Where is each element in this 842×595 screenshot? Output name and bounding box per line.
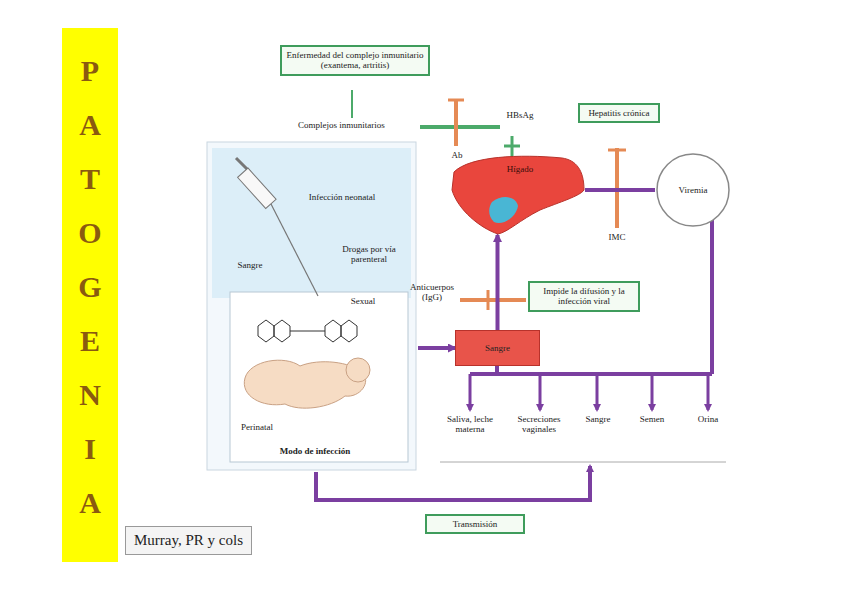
node-text: Hepatitis crónica <box>584 108 654 118</box>
node-text: Infección neonatal <box>297 192 387 202</box>
node-text: Sexual <box>333 296 393 306</box>
inhibit-bar <box>454 100 458 146</box>
disease-box: Enfermedad del complejo inmunitario (exa… <box>280 45 430 76</box>
node-text: Modo de infección <box>265 446 365 456</box>
label: HBsAg <box>500 110 540 120</box>
inhibit-bar <box>448 99 464 102</box>
inner-box <box>230 292 408 462</box>
label: Ab <box>446 150 468 160</box>
frame-ground <box>207 142 416 470</box>
liver-organ: Hígado <box>450 150 585 235</box>
label: Saliva, leche materna <box>440 414 500 435</box>
spread-lines <box>470 210 712 374</box>
inhibit-bar <box>460 298 526 302</box>
underline <box>440 462 726 463</box>
node-text: Transmisión <box>431 519 519 529</box>
inhibit-bar <box>608 149 626 152</box>
connector <box>418 346 455 350</box>
blood-region <box>212 148 411 298</box>
caption: Murray, PR y cols <box>134 532 243 549</box>
leader-line <box>351 90 353 118</box>
node-text: Impide la difusión y la infección viral <box>534 286 634 307</box>
label: Sangre <box>580 414 616 424</box>
infection-frame: Infección neonatalDrogas por vía parente… <box>205 140 418 472</box>
inhibit-bar <box>420 125 500 129</box>
node-text: Viremia <box>660 185 726 195</box>
transmission-box: Transmisión <box>425 514 525 534</box>
label: Complejos inmunitarios <box>296 120 387 130</box>
node-text: Enfermedad del complejo inmunitario (exa… <box>286 50 424 71</box>
label: IMC <box>602 232 632 242</box>
connector <box>496 235 500 330</box>
baby <box>244 358 370 408</box>
label: Anticuerpos (IgG) <box>404 282 460 303</box>
inhibit-bar <box>504 145 520 148</box>
effect-box: Impide la difusión y la infección viral <box>528 281 640 312</box>
label: Semen <box>633 414 671 424</box>
inhibit-bar <box>487 290 490 310</box>
disease-box: Hepatitis crónica <box>578 103 660 123</box>
spread-arrows <box>470 374 708 410</box>
node-text: Perinatal <box>227 422 287 432</box>
label: Orina <box>690 414 726 424</box>
vertical-title: PATOGENIA <box>62 44 118 530</box>
node-text: Sangre <box>225 260 275 270</box>
node-text: Hígado <box>480 164 560 174</box>
transmission-line <box>316 466 590 500</box>
node-text: Sangre <box>485 343 510 353</box>
liver-shape <box>450 150 585 235</box>
title-band <box>62 28 118 562</box>
molecule <box>258 320 357 342</box>
node-text: Drogas por vía parenteral <box>329 244 409 265</box>
caption-box: Murray, PR y cols <box>125 526 252 555</box>
syringe <box>236 158 318 296</box>
blood-box: Sangre <box>455 330 540 366</box>
circle-node: Viremia <box>655 152 731 228</box>
connector <box>585 188 655 192</box>
label: Secreciones vaginales <box>500 414 578 435</box>
